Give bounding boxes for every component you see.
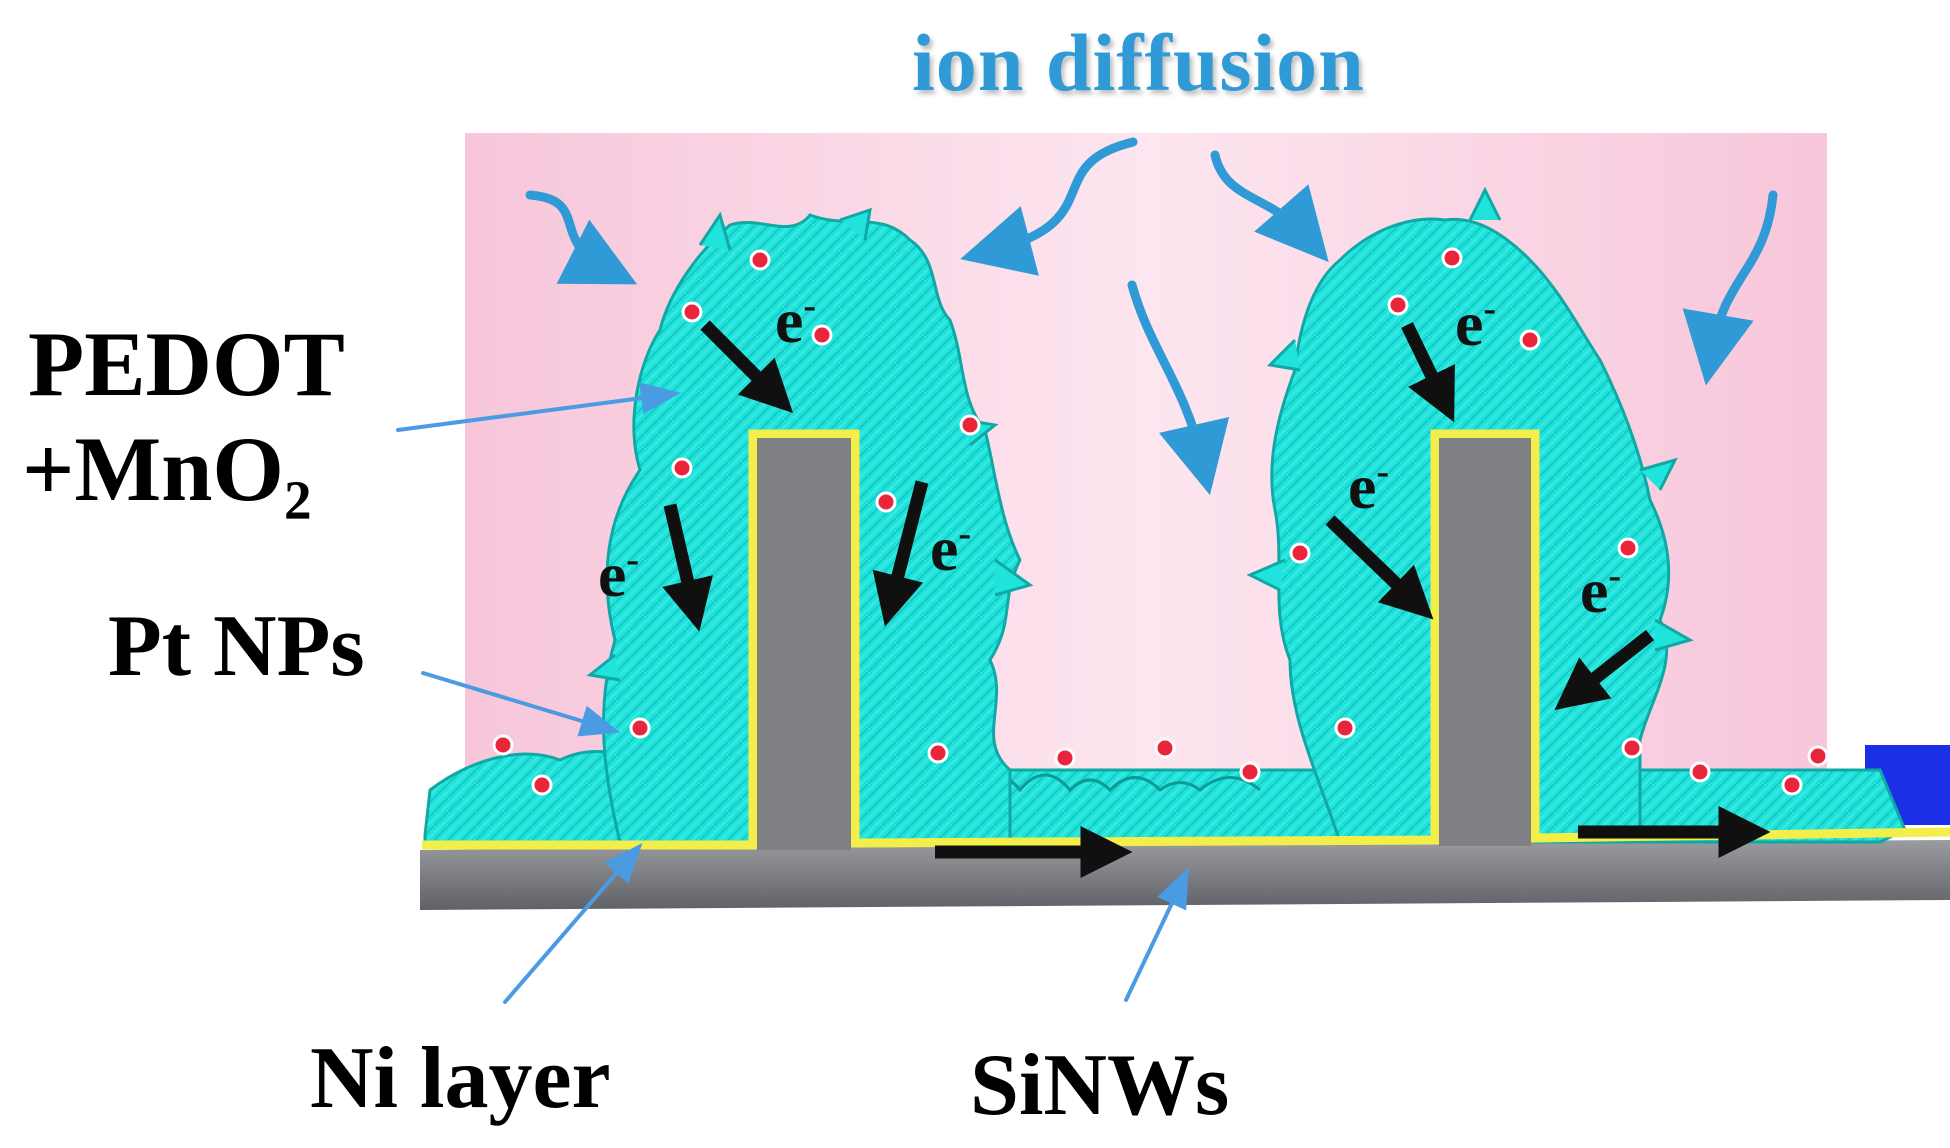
sinws-label: SiNWs	[970, 1037, 1230, 1134]
pt-nanoparticle	[1807, 745, 1829, 767]
ion-arrow	[960, 137, 1138, 276]
pt-nanoparticle	[875, 491, 897, 513]
pt-nanoparticle	[629, 717, 651, 739]
electron-symbol: e-	[930, 513, 971, 584]
pt-nanoparticle	[531, 774, 553, 796]
electron-arrow	[1325, 515, 1434, 620]
pt-nanoparticle	[1617, 537, 1639, 559]
pt-nanoparticle	[671, 457, 693, 479]
ion-arrow	[1682, 190, 1778, 386]
pt-nanoparticle	[1781, 774, 1803, 796]
electron-symbol: e-	[1580, 555, 1621, 626]
pointer-sinws	[1124, 867, 1189, 1002]
pt-nanoparticle	[1239, 761, 1261, 783]
pt-nanoparticle	[492, 734, 514, 756]
pt-nanoparticle	[1689, 761, 1711, 783]
ion-arrow	[1210, 150, 1329, 263]
electron-arrow	[1401, 322, 1455, 423]
pt-nanoparticle	[1054, 747, 1076, 769]
nanowire-pillar-right	[1439, 438, 1531, 846]
pt-nanoparticle	[1387, 294, 1409, 316]
pt-nps-label: Pt NPs	[108, 598, 365, 695]
label-pointers	[396, 382, 1189, 1004]
pt-nanoparticle	[927, 742, 949, 764]
electron-symbol: e-	[775, 285, 816, 356]
ion-diffusion-label: ion diffusion	[912, 17, 1365, 108]
ion-arrow	[525, 190, 638, 285]
pedot-label-line1: PEDOT	[28, 313, 345, 415]
pt-nanoparticle	[959, 414, 981, 436]
pt-nanoparticle	[749, 249, 771, 271]
ni-layer-label: Ni layer	[310, 1030, 611, 1127]
pt-nanoparticle	[1621, 737, 1643, 759]
nanowire-pillar-left	[757, 438, 851, 850]
ion-diffusion-arrows	[525, 137, 1778, 496]
pointer-ni-layer	[503, 842, 643, 1004]
electron-symbol: e-	[598, 539, 639, 610]
base-coating-ripples	[978, 773, 1261, 793]
pt-nanoparticle	[1519, 329, 1541, 351]
substrate-bar	[420, 840, 1950, 910]
coating-spikes-right	[1246, 186, 1694, 652]
pt-nanoparticle	[1289, 542, 1311, 564]
pt-nanoparticle	[1334, 717, 1356, 739]
electron-arrow	[700, 320, 793, 413]
electron-symbols: e- e- e- e- e- e-	[598, 285, 1621, 626]
electron-arrow	[1554, 629, 1655, 711]
electron-symbol: e-	[1348, 451, 1389, 522]
electron-symbol: e-	[1455, 288, 1496, 359]
pt-nanoparticles	[492, 247, 1829, 796]
pt-nanoparticle	[1441, 247, 1463, 269]
ni-layer-base	[422, 429, 1950, 850]
pt-nanoparticle	[811, 324, 833, 346]
electron-arrows	[662, 320, 1771, 878]
electron-arrow	[872, 480, 929, 627]
pedot-label-line2: +MnO₂	[22, 418, 312, 520]
coating-spikes-left	[586, 207, 1034, 682]
pointer-pt-nps	[421, 671, 621, 737]
pt-nanoparticle	[681, 301, 703, 323]
pointer-pedot	[396, 382, 681, 432]
pt-nanoparticle	[1154, 737, 1176, 759]
ion-arrow	[1127, 280, 1230, 496]
electron-arrow	[662, 503, 713, 632]
